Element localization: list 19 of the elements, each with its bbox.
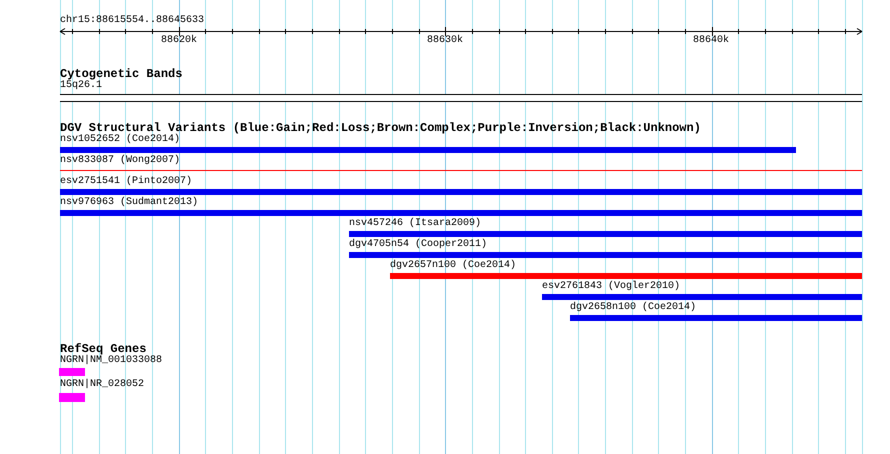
gene-label: NGRN|NR_028052	[60, 379, 144, 391]
axis-label: 88630k	[427, 35, 464, 47]
axis-label: 88620k	[161, 35, 198, 47]
track-title: RefSeq Genes	[60, 342, 146, 356]
variant-label: nsv833087 (Wong2007)	[60, 155, 180, 167]
variant-label: esv2761843 (Vogler2010)	[542, 281, 680, 293]
variant-label: dgv2657n100 (Coe2014)	[390, 260, 516, 272]
axis-label: 88640k	[693, 35, 730, 47]
variant-label: dgv4705n54 (Cooper2011)	[349, 239, 488, 251]
position-label: chr15:88615554..88645633	[60, 15, 204, 27]
track-title: DGV Structural Variants (Blue:Gain;Red:Loss;Brown:Complex;Purple:Inversion;Black:Unknown)	[60, 121, 701, 135]
variant-label: nsv1052652 (Coe2014)	[60, 134, 180, 146]
variant-label: nsv457246 (Itsara2009)	[349, 218, 482, 230]
variant-label: nsv976963 (Sudmant2013)	[60, 197, 198, 209]
variant-label: esv2751541 (Pinto2007)	[60, 176, 192, 188]
band-label: 15q26.1	[60, 80, 102, 92]
variant-label: dgv2658n100 (Coe2014)	[570, 302, 696, 314]
track-title: Cytogenetic Bands	[60, 67, 182, 81]
gene-label: NGRN|NM_001033088	[60, 355, 162, 367]
